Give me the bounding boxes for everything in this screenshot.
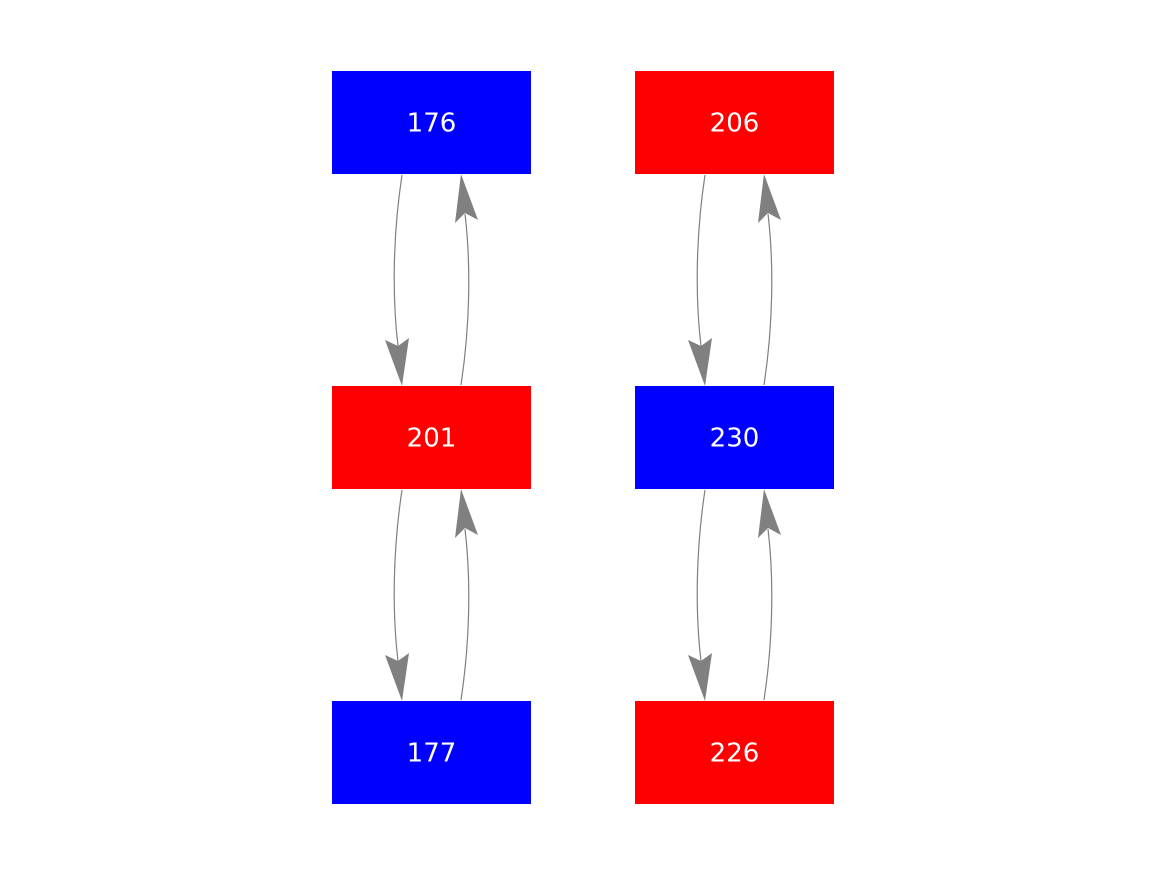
arrowhead-icon [455,489,478,538]
node-226: 226 [635,701,834,804]
node-label: 226 [710,739,760,769]
node-box [635,701,834,804]
edge-176-201 [385,174,409,386]
node-label: 230 [710,424,760,454]
edge-line [763,528,773,701]
edge-line [696,174,706,347]
edge-line [393,174,403,347]
edge-230-226 [688,489,712,701]
edge-line [393,489,403,662]
node-label: 206 [710,109,760,139]
node-176: 176 [332,71,531,174]
node-box [635,71,834,174]
edge-line [460,528,470,701]
node-label: 201 [407,424,457,454]
node-201: 201 [332,386,531,489]
edge-206-230 [688,174,712,386]
arrowhead-icon [688,653,712,701]
node-label: 177 [407,739,457,769]
arrowhead-icon [385,653,409,701]
node-box [332,386,531,489]
node-box [635,386,834,489]
nodes: 176 201 177 206 230 226 [332,71,834,804]
node-230: 230 [635,386,834,489]
edge-177-201 [455,489,478,701]
node-label: 176 [407,109,457,139]
edges [385,174,781,701]
arrowhead-icon [688,338,712,386]
edge-201-177 [385,489,409,701]
node-box [332,71,531,174]
arrowhead-icon [758,174,781,223]
edge-line [763,213,773,386]
edge-230-206 [758,174,781,386]
arrowhead-icon [385,338,409,386]
edge-line [460,213,470,386]
edge-line [696,489,706,662]
node-177: 177 [332,701,531,804]
node-206: 206 [635,71,834,174]
node-box [332,701,531,804]
edge-226-230 [758,489,781,701]
arrowhead-icon [455,174,478,223]
edge-201-176 [455,174,478,386]
arrowhead-icon [758,489,781,538]
